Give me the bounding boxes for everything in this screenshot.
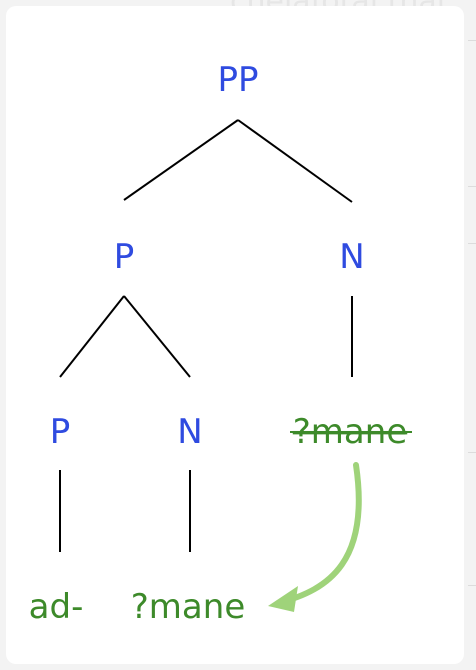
node-n: N (339, 237, 364, 277)
movement-arrow (275, 462, 362, 606)
leaf-noun: ?mane (131, 587, 245, 627)
tree-branches (59, 119, 353, 552)
node-n-child: N (177, 412, 202, 452)
edge-line (468, 452, 476, 453)
tree-card (6, 6, 464, 664)
node-p: P (114, 237, 135, 277)
edge-line (468, 585, 476, 586)
branch-p-n (123, 295, 191, 378)
arrowhead-icon (268, 586, 298, 612)
edge-line (468, 186, 476, 187)
edge-line (468, 40, 476, 41)
node-pp: PP (217, 60, 258, 100)
node-p-child: P (50, 412, 71, 452)
branch-pp-n (237, 119, 353, 203)
branch-p-p (59, 295, 125, 378)
branch-pp-p (123, 119, 239, 201)
leaf-prefix: ad- (29, 587, 84, 627)
edge-line (468, 243, 476, 244)
